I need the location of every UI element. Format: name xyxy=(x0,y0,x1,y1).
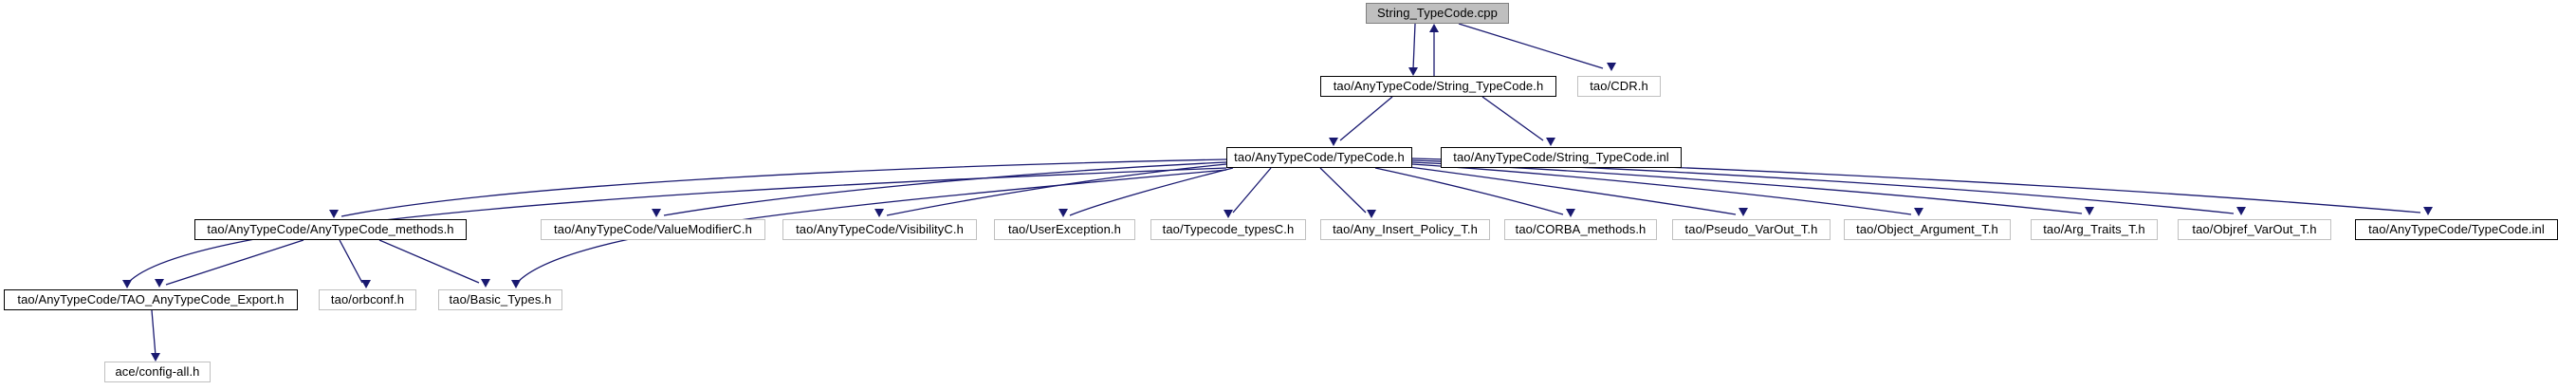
graph-node-tao-objref-varout-t-h[interactable]: tao/Objref_VarOut_T.h xyxy=(2178,219,2331,240)
graph-edge xyxy=(165,239,304,286)
graph-node-string-typecode-cpp[interactable]: String_TypeCode.cpp xyxy=(1366,3,1509,24)
graph-edge xyxy=(1401,165,1737,215)
graph-node-tao-anytypecode-typecode-inl[interactable]: tao/AnyTypeCode/TypeCode.inl xyxy=(2355,219,2558,240)
graph-node-tao-arg-traits-t-h[interactable]: tao/Arg_Traits_T.h xyxy=(2031,219,2158,240)
graph-edge-arrowhead xyxy=(1607,63,1616,71)
graph-edge-arrowhead xyxy=(511,280,521,288)
graph-node-tao-anytypecode-anytypecode-methods-h[interactable]: tao/AnyTypeCode/AnyTypeCode_methods.h xyxy=(194,219,467,240)
graph-node-tao-basic-types-h[interactable]: tao/Basic_Types.h xyxy=(438,289,562,310)
graph-edge xyxy=(1339,96,1393,141)
graph-node-tao-anytypecode-string-typecode-h[interactable]: tao/AnyTypeCode/String_TypeCode.h xyxy=(1320,76,1556,97)
graph-edge-arrowhead xyxy=(2085,207,2094,215)
graph-edge xyxy=(1481,96,1544,141)
graph-node-tao-userexception-h[interactable]: tao/UserException.h xyxy=(994,219,1135,240)
graph-edge-arrowhead xyxy=(481,279,490,288)
graph-edge-arrowhead xyxy=(2236,207,2246,215)
graph-node-tao-anytypecode-typecode-h[interactable]: tao/AnyTypeCode/TypeCode.h xyxy=(1226,147,1412,168)
graph-edge-arrowhead xyxy=(1739,208,1748,216)
graph-edge-arrowhead xyxy=(1367,210,1376,218)
graph-edge-arrowhead xyxy=(151,353,160,362)
graph-node-tao-cdr-h[interactable]: tao/CDR.h xyxy=(1577,76,1661,97)
graph-node-tao-anytypecode-valuemodifierc-h[interactable]: tao/AnyTypeCode/ValueModifierC.h xyxy=(541,219,765,240)
graph-node-tao-typecode-typesc-h[interactable]: tao/Typecode_typesC.h xyxy=(1150,219,1306,240)
graph-edge xyxy=(663,161,1227,216)
graph-node-tao-any-insert-policy-t-h[interactable]: tao/Any_Insert_Policy_T.h xyxy=(1320,219,1490,240)
graph-edge-arrowhead xyxy=(1546,138,1555,146)
graph-node-tao-anytypecode-tao-anytypecode-export-h[interactable]: tao/AnyTypeCode/TAO_AnyTypeCode_Export.h xyxy=(4,289,298,310)
graph-edge xyxy=(1411,161,2083,214)
graph-edge-arrowhead xyxy=(1566,209,1575,217)
graph-edge-arrowhead xyxy=(652,209,661,217)
graph-edge xyxy=(886,163,1227,216)
graph-edge xyxy=(1458,23,1604,69)
graph-edge-arrowhead xyxy=(155,279,164,288)
graph-edge-arrowhead xyxy=(122,280,132,288)
graph-node-tao-anytypecode-string-typecode-inl[interactable]: tao/AnyTypeCode/String_TypeCode.inl xyxy=(1441,147,1682,168)
graph-edge-arrowhead xyxy=(2423,207,2433,215)
graph-edge xyxy=(340,158,1227,217)
graph-edge xyxy=(1069,167,1234,216)
graph-node-tao-anytypecode-visibilityc-h[interactable]: tao/AnyTypeCode/VisibilityC.h xyxy=(782,219,977,240)
graph-node-tao-corba-methods-h[interactable]: tao/CORBA_methods.h xyxy=(1504,219,1657,240)
graph-edge-arrowhead xyxy=(1329,138,1338,146)
graph-edge-arrowhead xyxy=(1058,209,1068,217)
graph-edge xyxy=(1319,167,1367,214)
graph-edge xyxy=(1411,159,2235,214)
graph-edge-arrowhead xyxy=(1914,208,1923,216)
graph-edge xyxy=(1412,23,1416,70)
graph-edge-arrowhead xyxy=(329,210,339,218)
graph-node-tao-object-argument-t-h[interactable]: tao/Object_Argument_T.h xyxy=(1844,219,2011,240)
graph-edge xyxy=(378,239,480,284)
graph-edge-arrowhead xyxy=(874,209,884,217)
graph-edge-arrowhead xyxy=(1429,24,1439,32)
graph-edge xyxy=(1374,167,1564,215)
graph-edge xyxy=(1232,167,1272,214)
graph-node-tao-orbconf-h[interactable]: tao/orbconf.h xyxy=(319,289,416,310)
graph-node-ace-config-all-h[interactable]: ace/config-all.h xyxy=(104,362,211,382)
graph-node-tao-pseudo-varout-t-h[interactable]: tao/Pseudo_VarOut_T.h xyxy=(1672,219,1831,240)
graph-edge-arrowhead xyxy=(361,280,371,288)
graph-edge-arrowhead xyxy=(1408,67,1418,76)
graph-edge xyxy=(339,239,363,284)
graph-edge-arrowhead xyxy=(1224,210,1233,218)
graph-edge xyxy=(1411,163,1912,215)
graph-edge xyxy=(151,309,156,357)
